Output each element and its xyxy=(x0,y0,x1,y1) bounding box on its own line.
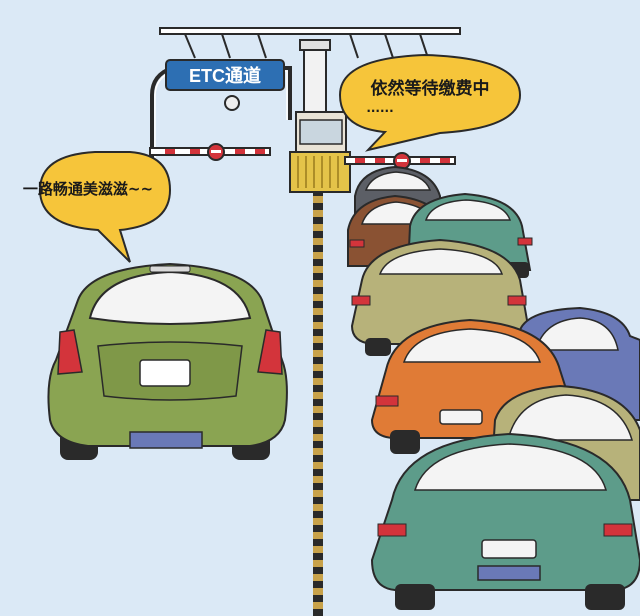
lane-dash xyxy=(313,238,323,245)
etc-lane-bubble-text: 一路畅通美滋滋~~ xyxy=(23,180,153,198)
lane-dash xyxy=(313,196,323,203)
lane-dash xyxy=(313,294,323,301)
lane-dash xyxy=(313,336,323,343)
etc-sign-text: ETC通道 xyxy=(189,65,261,86)
lane-dash xyxy=(313,588,323,595)
lane-dash xyxy=(313,406,323,413)
lane-dash xyxy=(313,266,323,273)
lane-dash xyxy=(313,224,323,231)
etc-car-green xyxy=(47,262,288,460)
toll-lane-bubble: 依然等待缴费中 ...... xyxy=(338,53,522,152)
camera-icon xyxy=(224,95,240,111)
toll-lane-bubble-text: 依然等待缴费中 xyxy=(371,78,490,99)
etc-gantry: ETC通道 xyxy=(150,27,461,160)
lane-dash xyxy=(313,322,323,329)
lane-dash xyxy=(313,476,323,483)
lane-dash xyxy=(313,280,323,287)
lane-dash xyxy=(313,532,323,539)
lane-dash xyxy=(313,518,323,525)
lane-dash xyxy=(313,574,323,581)
lane-dash xyxy=(313,392,323,399)
lane-dash xyxy=(313,448,323,455)
lane-dash xyxy=(313,602,323,609)
toll-lane-bubble-subtext: ...... xyxy=(366,101,393,115)
lane-dash xyxy=(313,210,323,217)
etc-sign xyxy=(165,59,285,91)
lane-dash xyxy=(313,252,323,259)
lane-dash xyxy=(313,350,323,357)
lane-dash xyxy=(313,490,323,497)
lane-dash xyxy=(313,546,323,553)
etc-barrier xyxy=(149,143,271,161)
etc-lane-bubble: 一路畅通美滋滋~~ xyxy=(23,151,172,263)
lane-dash xyxy=(313,462,323,469)
queue-car-teal-front xyxy=(370,432,640,610)
lane-dash xyxy=(313,560,323,567)
lane-dash xyxy=(313,364,323,371)
lane-dash xyxy=(313,420,323,427)
queue-car-olive xyxy=(350,238,530,356)
lane-dash xyxy=(313,378,323,385)
lane-dash xyxy=(313,308,323,315)
lane-dash xyxy=(313,504,323,511)
lane-divider xyxy=(313,192,323,616)
lane-dash xyxy=(313,434,323,441)
